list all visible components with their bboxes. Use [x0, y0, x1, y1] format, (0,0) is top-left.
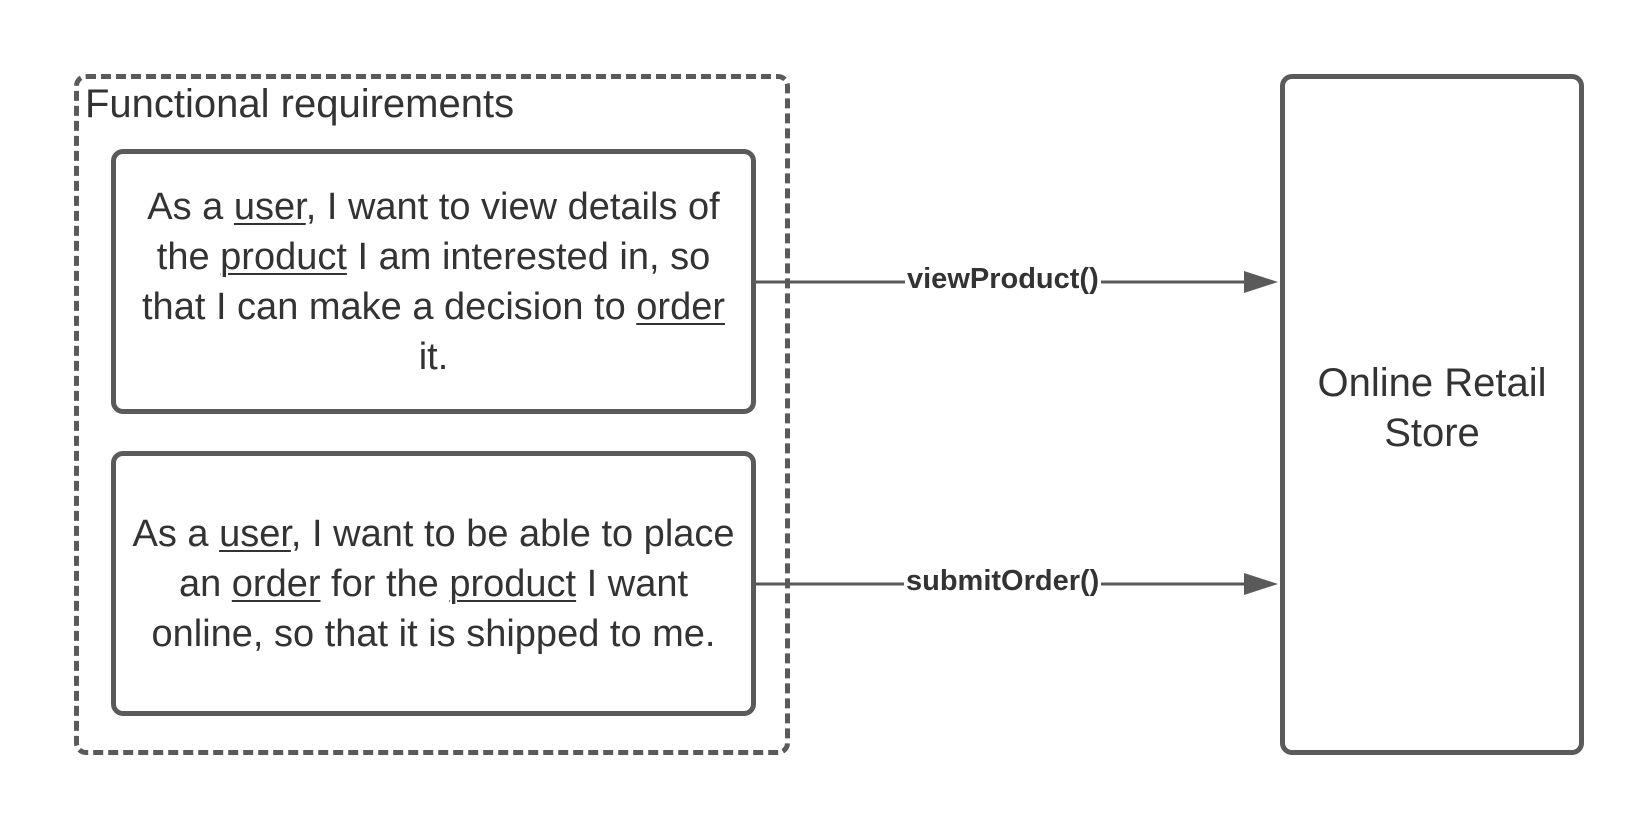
functional-requirements-boundary — [74, 74, 790, 755]
story-segment: it. — [418, 335, 449, 378]
story-segment: , I want to be able to place an — [178, 512, 735, 605]
online-retail-store-box — [1280, 74, 1584, 755]
user-story-submit-order: As a user, I want to be able to place an… — [111, 451, 756, 716]
story-term-product: product — [220, 235, 347, 278]
story-segment: for the — [320, 562, 450, 605]
story-segment: , I want to view details of the — [156, 185, 720, 278]
story-term-order: order — [231, 562, 321, 605]
story-term-product: product — [449, 562, 577, 605]
story-term-user: user — [219, 512, 291, 555]
arrowhead-icon — [1244, 271, 1278, 293]
message-label-submit-order: submitOrder() — [904, 564, 1102, 598]
story-segment: I want online, so that it is shipped to … — [151, 562, 716, 655]
group-title: Functional requirements — [85, 82, 515, 126]
story-term-order: order — [636, 285, 725, 328]
user-story-text: As a user, I want to be able to place an… — [126, 509, 741, 659]
story-segment: As a — [147, 185, 234, 228]
system-label: Online Retail Store — [1317, 361, 1547, 455]
message-label-view-product: viewProduct() — [905, 262, 1101, 296]
arrowhead-icon — [1244, 573, 1278, 595]
story-segment: As a — [132, 512, 220, 555]
story-term-user: user — [233, 185, 306, 228]
user-story-text: As a user, I want to view details of the… — [126, 182, 741, 382]
user-story-view-product: As a user, I want to view details of the… — [111, 149, 756, 414]
story-segment: I am interested in, so that I can make a… — [142, 235, 711, 328]
